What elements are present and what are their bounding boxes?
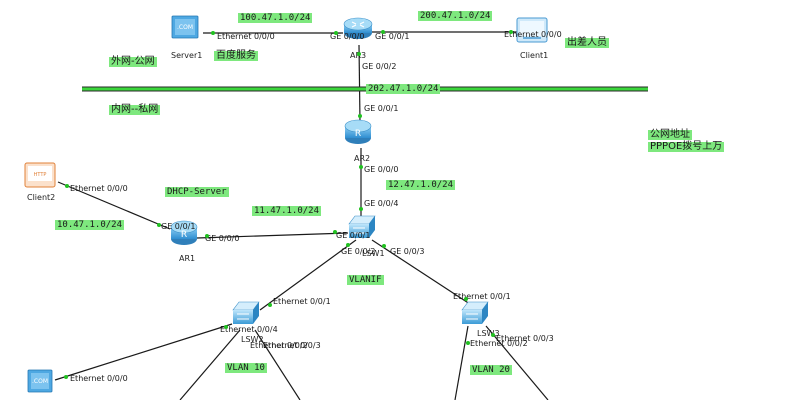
port-label: Ethernet 0/0/4 (220, 325, 278, 334)
network-divider (82, 86, 648, 92)
port-label: Ethernet 0/0/3 (496, 334, 554, 343)
port-dot (334, 31, 338, 35)
port-dot (65, 184, 69, 188)
port-dot (359, 165, 363, 169)
port-dot (64, 375, 68, 379)
port-label: GE 0/0/1 (336, 231, 371, 240)
port-dot (382, 244, 386, 248)
port-label: GE 0/0/0 (330, 32, 365, 41)
travel-staff-note: 出差人员 (565, 37, 609, 48)
port-label: GE 0/0/1 (375, 32, 410, 41)
port-label: GE 0/0/1 (364, 104, 399, 113)
switch-icon[interactable] (232, 301, 260, 324)
port-dot (491, 333, 495, 337)
lsw3-label: LSW3 (477, 329, 500, 338)
network-label: 100.47.1.0/24 (238, 13, 313, 23)
client2-label: Client2 (27, 193, 56, 202)
lsw1-label: LSW1 (362, 249, 385, 258)
http-text: HTTP (34, 172, 47, 178)
port-label: GE 0/0/3 (390, 247, 425, 256)
port-label: Ethernet 0/0/0 (70, 374, 128, 383)
router-icon[interactable]: R (344, 119, 372, 144)
pppoe-note: PPPOE拨号上万 (648, 141, 725, 152)
link-ar1-lsw1 (196, 232, 349, 239)
port-label: Ethernet 0/0/1 (453, 292, 511, 301)
port-label: Ethernet 0/0/1 (273, 297, 331, 306)
public-addr-note: 公网地址 (648, 129, 692, 140)
port-dot (359, 207, 363, 211)
port-label: Ethernet 0/0/0 (70, 184, 128, 193)
link-lsw1-lsw2 (259, 239, 357, 311)
port-dot (268, 303, 272, 307)
public-net-note: 外网-公网 (109, 56, 157, 67)
port-dot (211, 31, 215, 35)
network-label: 10.47.1.0/24 (55, 220, 125, 230)
svg-text:R: R (355, 129, 361, 139)
port-label: Ethernet 0/0/0 (217, 32, 275, 41)
port-dot (224, 325, 228, 329)
server-icon[interactable]: .COM (27, 369, 53, 393)
client1-label: Client1 (520, 51, 549, 60)
port-dot (205, 234, 209, 238)
server-icon[interactable]: .COM (171, 15, 199, 39)
port-label: Ethernet 0/0/3 (263, 341, 321, 350)
ar1-label: AR1 (179, 254, 196, 263)
link-lsw2-down2 (254, 329, 301, 400)
port-label: GE 0/0/2 (362, 62, 397, 71)
client-icon[interactable]: HTTP (24, 162, 56, 188)
port-label: Ethernet 0/0/2 (470, 339, 528, 348)
dhcp-server-note: DHCP-Server (165, 187, 229, 197)
com-text: .COM (32, 378, 48, 385)
port-dot (157, 223, 161, 227)
server1-label: Server1 (171, 51, 203, 60)
port-dot (466, 341, 470, 345)
port-dot (346, 243, 350, 247)
router-icon[interactable]: R (170, 220, 198, 245)
link-ar3-ar2 (358, 44, 361, 123)
switch-icon[interactable] (461, 301, 489, 324)
client-icon[interactable] (516, 17, 548, 43)
port-label: GE 0/0/2 (341, 247, 376, 256)
port-dot (464, 297, 468, 301)
private-net-note: 内网--私网 (109, 104, 161, 115)
svg-text:R: R (181, 230, 187, 240)
port-label: GE 0/0/4 (364, 199, 399, 208)
port-dot (509, 30, 513, 34)
port-dot (357, 52, 361, 56)
port-dot (358, 114, 362, 118)
link-lsw2-pc (54, 323, 233, 381)
link-lsw1-lsw3 (371, 239, 477, 309)
port-label: Ethernet 0/0/2 (250, 341, 308, 350)
baidu-note: 百度服务 (214, 50, 258, 61)
lsw2-label: LSW2 (241, 335, 264, 344)
router-icon[interactable] (343, 17, 373, 39)
vlan20-note: VLAN 20 (470, 365, 512, 375)
link-client2-ar1 (57, 181, 171, 230)
port-dot (381, 30, 385, 34)
port-label: GE 0/0/0 (364, 165, 399, 174)
link-lsw3-down1 (454, 325, 469, 400)
network-label: 12.47.1.0/24 (386, 180, 456, 190)
link-lsw3-down2 (485, 325, 549, 400)
ar2-label: AR2 (354, 154, 371, 163)
port-dot (333, 230, 337, 234)
port-label: GE 0/0/0 (205, 234, 240, 243)
switch-icon[interactable] (348, 215, 376, 238)
com-text: .COM (177, 24, 193, 31)
port-label: GE 0/0/1 (161, 222, 196, 231)
port-label: Ethernet 0/0/0 (504, 30, 562, 39)
vlanif-note: VLANIF (347, 275, 384, 285)
network-label: 200.47.1.0/24 (418, 11, 493, 21)
network-label: 202.47.1.0/24 (366, 84, 441, 94)
link-lsw2-down1 (179, 329, 241, 400)
network-label: 11.47.1.0/24 (252, 206, 322, 216)
vlan10-note: VLAN 10 (225, 363, 267, 373)
